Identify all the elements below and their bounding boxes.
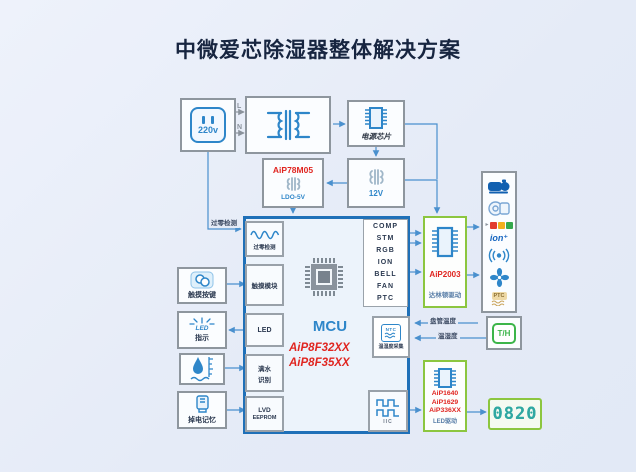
lvd-label: LVD — [258, 407, 271, 414]
mcu-output-ptc: PTC — [377, 295, 394, 302]
water-level-icon — [190, 357, 213, 382]
temp-humidity-sensor-box: T/H — [486, 316, 522, 350]
led-indicator-icon-text: LED — [195, 325, 209, 332]
transformer-icon — [266, 109, 311, 141]
iic-label: IIC — [383, 418, 393, 425]
transformer-12v-icon — [369, 169, 384, 185]
ion-icon: ion⁺ — [489, 233, 509, 244]
socket-icon: 220v — [190, 107, 226, 143]
mcu-chip-icon — [305, 258, 343, 296]
led-driver-label: LED驱动 — [432, 419, 457, 425]
water-full-box: 满水 识别 — [245, 354, 284, 392]
darlington-driver-box: AiP2003 达林顿驱动 — [423, 216, 467, 308]
line-l-label: L — [237, 103, 242, 110]
ldo-coil-icon — [286, 177, 301, 191]
led-driver-chip-icon — [434, 368, 456, 388]
power-memory-label: 掉电记忆 — [188, 417, 216, 424]
mcu-output-comp: COMP — [373, 223, 398, 230]
mcu-label: MCU — [312, 318, 348, 335]
transformer-12v-label: 12V — [368, 189, 384, 198]
zero-cross-wire-label: 过零检测 — [209, 220, 239, 228]
ntc-box: NTC 温湿度采集 — [372, 316, 410, 358]
power-chip-box: 电源芯片 — [347, 100, 405, 147]
ldo-box: AiP78M05 LDO-5V — [262, 158, 324, 208]
water-full-label-2: 识别 — [258, 376, 271, 384]
ntc-label: 温湿度采集 — [378, 344, 404, 350]
mcu-part-2: AiP8F35XX — [289, 357, 350, 369]
ldo-type-label: LDO-5V — [281, 194, 305, 201]
mcu-outputs-box: COMP STM RGB ION BELL FAN PTC — [363, 219, 408, 307]
sine-wave-icon — [249, 230, 279, 239]
touch-key-box: 触摸按键 — [177, 267, 227, 304]
wire-12v-darlington — [405, 179, 441, 214]
lvd-eeprom-box: LVD EEPROM — [245, 396, 284, 432]
led-indicator-label: 指示 — [195, 335, 209, 342]
zero-cross-box: 过零检测 — [245, 221, 284, 257]
line-n-label: N — [237, 124, 243, 131]
eeprom-label: EEPROM — [252, 415, 277, 421]
wire-zerocross — [207, 152, 242, 233]
darlington-label: 达林顿驱动 — [428, 292, 462, 299]
ldo-part-number: AiP78M05 — [272, 165, 314, 175]
th-sensor-icon: T/H — [492, 322, 516, 344]
compressor-icon — [488, 179, 510, 194]
ptc-heater-icon: PTC — [491, 291, 507, 306]
rgb-led-icon: ▸ — [485, 221, 513, 229]
temp-hum-wire-label: 温湿度 — [436, 333, 460, 341]
transformer-12v-box: 12V — [347, 158, 405, 208]
wire-powerchip-bus — [405, 123, 438, 179]
water-full-label-1: 满水 — [258, 365, 271, 373]
led-module-label: LED — [257, 326, 272, 334]
transformer-box — [245, 96, 331, 154]
touch-module-label: 触摸模块 — [251, 283, 278, 290]
touch-module-box: 触摸模块 — [245, 264, 284, 306]
led-module-box: LED — [245, 313, 284, 347]
led-indicator-box: LED 指示 — [177, 311, 227, 349]
mcu-output-stm: STM — [376, 235, 395, 242]
socket-slots — [202, 115, 214, 124]
square-wave-icon — [376, 398, 399, 417]
mcu-output-fan: FAN — [377, 283, 394, 290]
fan-icon — [489, 268, 509, 288]
buzzer-icon — [488, 248, 510, 263]
ntc-icon-text: NTC — [385, 327, 397, 332]
mcu-output-bell: BELL — [374, 271, 397, 278]
power-socket-box: 220v — [180, 98, 236, 152]
led-driver-part-2: AiP1629 — [431, 398, 459, 406]
led-driver-box: AiP1640 AiP1629 AiP336XX LED驱动 — [423, 360, 467, 432]
zero-cross-label: 过零检测 — [253, 244, 276, 251]
darlington-chip-icon — [432, 226, 458, 258]
led-driver-part-3: AiP336XX — [429, 407, 461, 415]
darlington-part-number: AiP2003 — [429, 269, 461, 279]
touch-key-label: 触摸按键 — [188, 292, 216, 299]
coil-temp-wire-label: 盘管温度 — [428, 318, 458, 326]
mcu-output-rgb: RGB — [376, 247, 395, 254]
ntc-icon: NTC — [381, 324, 401, 342]
socket-voltage: 220v — [197, 124, 219, 135]
power-memory-box: 掉电记忆 — [177, 391, 227, 429]
mcu-part-1: AiP8F32XX — [289, 342, 350, 354]
page-title: 中微爱芯除湿器整体解决方案 — [175, 39, 461, 62]
stepper-motor-icon — [488, 201, 510, 216]
power-chip-icon — [365, 106, 387, 129]
seven-segment-digits: 0820 — [492, 404, 538, 424]
mcu-output-ion: ION — [377, 259, 394, 266]
ptc-heater-icon-text: PTC — [491, 291, 507, 300]
led-driver-part-1: AiP1640 — [431, 389, 459, 397]
led-indicator-icon: LED — [189, 317, 215, 332]
power-chip-label: 电源芯片 — [361, 131, 391, 141]
seven-segment-display-box: 0820 — [488, 398, 542, 430]
memory-device-icon — [196, 395, 209, 413]
loads-box: ▸ ion⁺ PTC — [481, 171, 517, 313]
touch-icon — [190, 271, 214, 289]
water-level-box — [179, 353, 225, 385]
iic-box: IIC — [368, 390, 408, 432]
